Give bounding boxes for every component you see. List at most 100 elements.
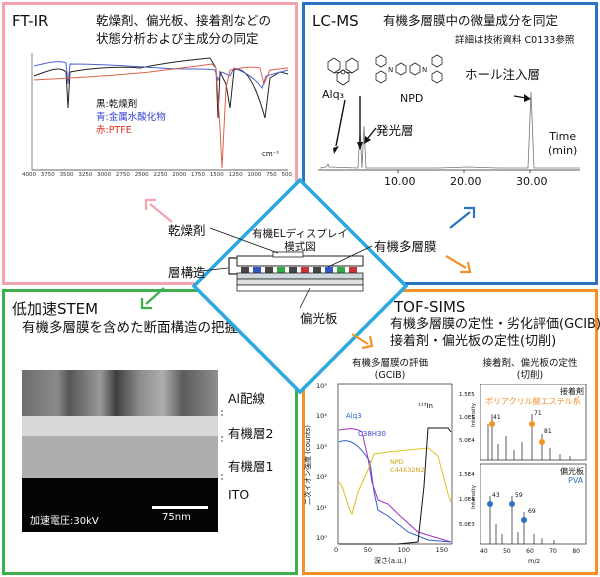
ftir-spectrum-chart <box>31 53 289 171</box>
tof-legend-in: ¹¹³In <box>418 402 433 410</box>
stem-title: 低加速STEM <box>12 300 99 318</box>
svg-text:N: N <box>422 66 427 74</box>
stem-label-1: 有機層1 <box>228 459 274 474</box>
stem-scalebar <box>152 506 208 509</box>
tof-peak-81: 81 <box>544 428 552 435</box>
tof-ytick: 10² <box>316 473 327 482</box>
ftir-desc-2: 状態分析および主成分の同定 <box>96 31 259 46</box>
ftir-legend: 黒:乾燥剤 青:金属水酸化物 赤:PTFE <box>96 98 166 137</box>
tof-series-npd <box>338 447 452 515</box>
lcms-tick-20: 20.00 <box>450 175 482 188</box>
tof-bottom-name: 偏光板 <box>560 467 584 476</box>
stem-layer-al <box>22 370 218 416</box>
tof-xtick: 100 <box>397 546 410 554</box>
svg-text:N: N <box>388 66 393 74</box>
tof-xtick: 150 <box>435 546 448 554</box>
center-title-1: 有機ELディスプレイ <box>252 228 348 240</box>
tof-desc-1: 有機多層膜の定性・劣化評価(GCIB) <box>390 317 600 332</box>
lcms-panel <box>302 2 598 285</box>
ftir-tick: 3750 <box>40 172 55 178</box>
tof-peak-71: 71 <box>534 410 542 417</box>
lcms-trace <box>319 91 580 169</box>
center-label-multi: 有機多層膜 <box>374 239 437 254</box>
tof-series-alq3 <box>338 440 452 543</box>
tof-right-title: 接着剤、偏光板の定性 (切削) <box>470 358 590 382</box>
tof-right-xtick: 40 <box>480 548 488 555</box>
npd-molecule-icon: N N <box>375 54 443 84</box>
center-label-dry: 乾燥剤 <box>168 223 206 238</box>
ftir-tick: 3500 <box>59 172 74 178</box>
tof-top-compound: ポリアクリル酸エステル系 <box>485 397 581 406</box>
stem-voltage: 加速電圧:30kV <box>30 516 99 527</box>
tof-series-in <box>339 427 452 545</box>
tof-top-ytick: 1.5E5 <box>459 392 475 398</box>
stem-micrograph: 加速電圧:30kV 75nm <box>22 370 218 532</box>
tof-bottom-compound: PVA <box>568 476 584 485</box>
tof-peak-59: 59 <box>515 492 523 499</box>
ftir-legend-red: 赤:PTFE <box>96 125 132 136</box>
center-label-struct: 層構造 <box>168 265 206 280</box>
ftir-tick: 1000 <box>247 172 262 178</box>
tof-ytick: 10⁴ <box>316 412 327 421</box>
tof-left-title-2: (GCIB) <box>374 370 406 381</box>
tof-ytick: 10¹ <box>316 503 327 512</box>
ftir-series-blue <box>33 61 289 90</box>
center-title-2: 模式図 <box>284 241 316 253</box>
tof-right-title-2: (切削) <box>516 370 544 381</box>
tof-right-xtick: 60 <box>526 548 534 555</box>
tof-ytick: 10³ <box>316 442 327 451</box>
lcms-label-npd: NPD <box>400 92 424 105</box>
tof-peak-41: 41 <box>493 414 501 421</box>
tof-xtick: 50 <box>363 546 372 554</box>
stem-layer-dividers <box>221 410 223 482</box>
tof-bottom-yticks: 1.5E4 1.0E4 5.0E3 <box>459 472 475 528</box>
stem-label-2: 有機層2 <box>228 426 274 441</box>
tof-xtick: 0 <box>334 546 339 554</box>
tof-right-xtick: 50 <box>503 548 511 555</box>
tof-top-name: 接着剤 <box>560 387 584 396</box>
ftir-tick: 2000 <box>172 172 187 178</box>
tof-yticks: 10⁵ 10⁴ 10³ 10² 10¹ 10⁰ <box>316 382 327 542</box>
stem-label-ito: ITO <box>228 487 250 502</box>
ftir-desc-1: 乾燥剤、偏光板、接着剤などの <box>96 13 272 28</box>
ftir-tick: 3000 <box>97 172 112 178</box>
tof-bottom-ytick: 1.5E4 <box>459 472 475 478</box>
ftir-tick: 1250 <box>228 172 243 178</box>
stem-panel <box>2 289 298 575</box>
lcms-desc: 有機多層膜中の微量成分を同定 <box>383 13 559 28</box>
tof-left-title: 有機多層膜の評価 (GCIB) <box>330 358 450 382</box>
center-label-polar: 偏光板 <box>300 311 338 326</box>
tof-left-title-1: 有機多層膜の評価 <box>351 358 428 369</box>
tof-right-xtick: 80 <box>572 548 580 555</box>
stem-layer-2 <box>22 416 218 436</box>
center-title: 有機ELディスプレイ 模式図 <box>248 228 352 254</box>
tof-series-c38 <box>338 428 452 543</box>
tof-top-ytick: 5.0E4 <box>459 438 475 444</box>
oled-schematic <box>228 251 364 292</box>
tof-mass-spectra <box>480 384 587 545</box>
tof-right-xticks: 40 50 60 70 80 <box>480 548 580 555</box>
lcms-time-label: Time (min) <box>548 130 577 158</box>
tof-right-xtick: 70 <box>549 548 557 555</box>
lcms-title: LC-MS <box>312 12 359 30</box>
tof-right-ylabel-bottom: Intensity <box>470 485 477 509</box>
lcms-label-emit: 発光層 <box>376 123 414 138</box>
ftir-tick: 2250 <box>153 172 168 178</box>
tof-bottom-ytick: 5.0E3 <box>459 522 475 528</box>
ftir-panel <box>2 2 298 285</box>
tof-ytick: 10⁰ <box>316 533 327 542</box>
tof-desc-2: 接着剤・偏光板の定性(切削) <box>390 334 557 349</box>
ftir-ticks: 4000 3750 3500 3250 3000 2750 2500 2250 … <box>22 172 292 178</box>
tof-bottom-ytick: 1.0E4 <box>459 497 475 503</box>
lcms-label-alq3: Alq₃ <box>322 88 344 101</box>
tof-ytick: 10⁵ <box>316 382 327 390</box>
center-arrows <box>191 227 373 309</box>
tof-right-xlabel: m/z <box>528 557 540 565</box>
tof-xticks: 0 50 100 150 <box>334 546 448 554</box>
tof-top-ytick: 1.0E5 <box>459 415 475 421</box>
ftir-title: FT-IR <box>12 12 49 30</box>
ftir-tick: 1500 <box>209 172 224 178</box>
ftir-tick: 3250 <box>78 172 93 178</box>
tof-peak-43: 43 <box>492 492 500 499</box>
tof-depth-chart <box>337 383 453 545</box>
